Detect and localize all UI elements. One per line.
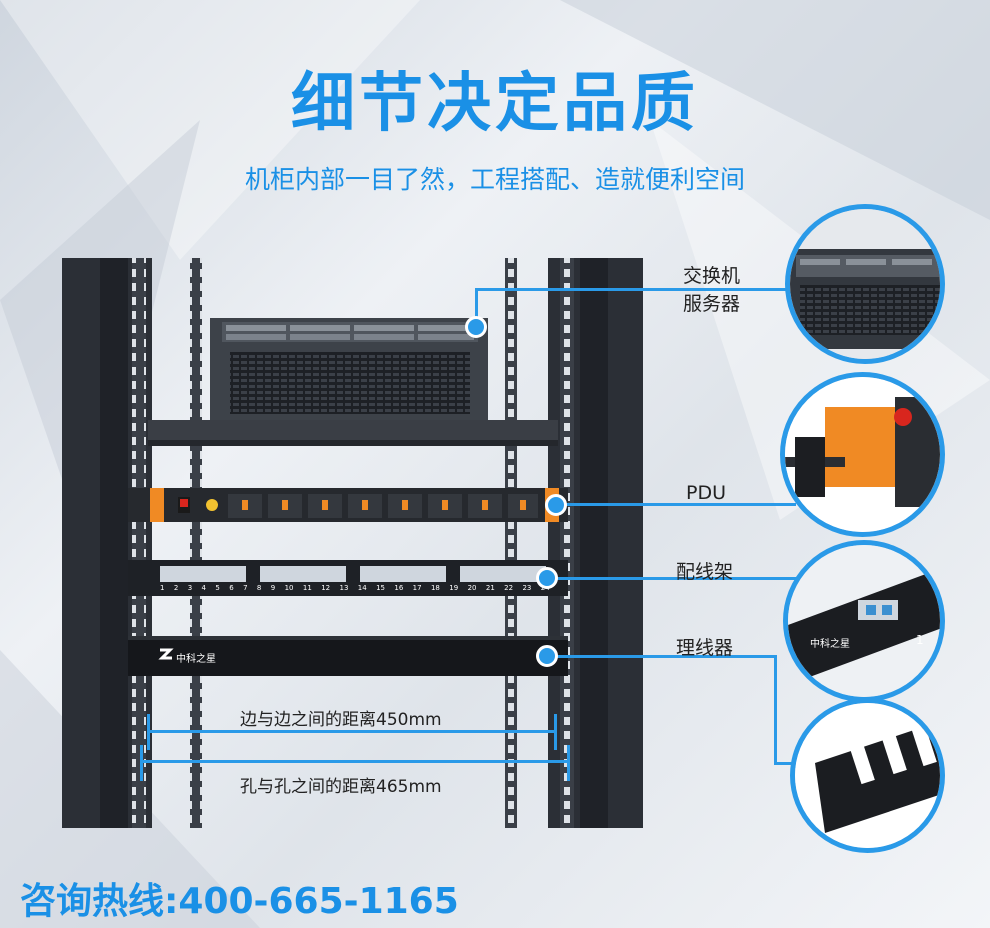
port-number: 18 bbox=[430, 584, 440, 592]
port-number: 15 bbox=[376, 584, 385, 592]
detail-circle-pdu bbox=[780, 372, 945, 537]
dimension-line-hole bbox=[140, 760, 570, 763]
cable-manager-logo: 中科之星 bbox=[176, 654, 216, 665]
left-rail-front bbox=[132, 258, 146, 828]
server-detail-image bbox=[790, 209, 940, 359]
port-number: 12 bbox=[321, 584, 331, 592]
cable-detail-image bbox=[795, 703, 940, 848]
right-rail-rear bbox=[505, 258, 517, 828]
pdu-detail-image bbox=[785, 377, 940, 532]
port-number: 7 bbox=[243, 584, 248, 592]
cable-manager-unit bbox=[128, 638, 568, 676]
port-number: 21 bbox=[485, 584, 495, 592]
port-number: 3 bbox=[187, 584, 193, 592]
detail-circle-server bbox=[785, 204, 945, 364]
port-number: 22 bbox=[504, 584, 514, 592]
label-pdu: PDU bbox=[686, 482, 726, 504]
label-cable-manager: 理线器 bbox=[676, 637, 734, 659]
callout-line-cable-v bbox=[774, 655, 777, 765]
callout-line-cable-h2 bbox=[774, 762, 796, 765]
callout-dot-server bbox=[465, 316, 487, 338]
dimension-tick-edge-left bbox=[147, 714, 150, 750]
callout-line-pdu bbox=[556, 503, 796, 506]
dimension-tick-hole-right bbox=[567, 745, 570, 781]
dimension-tick-hole-left bbox=[140, 745, 143, 781]
callout-line-server-h bbox=[475, 288, 797, 291]
callout-line-patch bbox=[556, 577, 796, 580]
callout-dot-pdu bbox=[545, 494, 567, 516]
port-number: 20 bbox=[467, 584, 477, 592]
page-title: 细节决定品质 bbox=[291, 67, 699, 141]
label-patch-panel: 配线架 bbox=[676, 561, 734, 583]
port-number: 8 bbox=[256, 584, 262, 592]
callout-line-server bbox=[475, 288, 478, 326]
port-number: 6 bbox=[229, 584, 234, 592]
detail-circle-patch: 中科之星 1 bbox=[783, 540, 945, 702]
port-number: 9 bbox=[270, 584, 276, 592]
port-number: 23 bbox=[522, 584, 532, 592]
callout-dot-cable bbox=[536, 645, 558, 667]
port-number: 10 bbox=[284, 584, 294, 592]
detail-circle-cable bbox=[790, 698, 945, 853]
left-rail-rear bbox=[190, 258, 202, 828]
label-switch: 交换机 bbox=[683, 265, 741, 287]
label-server: 服务器 bbox=[683, 293, 741, 315]
port-number: 2 bbox=[173, 584, 179, 592]
dimension-label-hole: 孔与孔之间的距离465mm bbox=[240, 777, 442, 797]
dimension-tick-edge-right bbox=[554, 714, 557, 750]
patch-detail-logo: 中科之星 bbox=[810, 639, 850, 650]
callout-dot-patch bbox=[536, 567, 558, 589]
label-switch-server: 交换机 服务器 bbox=[683, 262, 740, 318]
port-number: 19 bbox=[449, 584, 459, 592]
patch-detail-image bbox=[788, 545, 940, 697]
port-number: 17 bbox=[412, 584, 422, 592]
port-number: 5 bbox=[215, 584, 220, 592]
port-number: 13 bbox=[339, 584, 349, 592]
port-number-row: 1 2 3 4 5 6 7 8 9 10 11 12 13 14 15 16 1… bbox=[160, 584, 550, 598]
dimension-line-edge bbox=[147, 730, 557, 733]
patch-detail-port-number: 1 bbox=[916, 633, 924, 647]
right-rail-front bbox=[560, 258, 574, 828]
port-number: 1 bbox=[160, 584, 165, 592]
hotline-text: 咨询热线:400-665-1165 bbox=[20, 881, 459, 922]
port-number: 14 bbox=[357, 584, 367, 592]
callout-line-cable bbox=[556, 655, 776, 658]
port-number: 11 bbox=[302, 584, 312, 592]
dimension-label-edge: 边与边之间的距离450mm bbox=[240, 710, 442, 730]
port-number: 4 bbox=[201, 584, 206, 592]
port-number: 16 bbox=[394, 584, 404, 592]
page-subtitle: 机柜内部一目了然，工程搭配、造就便利空间 bbox=[244, 165, 745, 194]
